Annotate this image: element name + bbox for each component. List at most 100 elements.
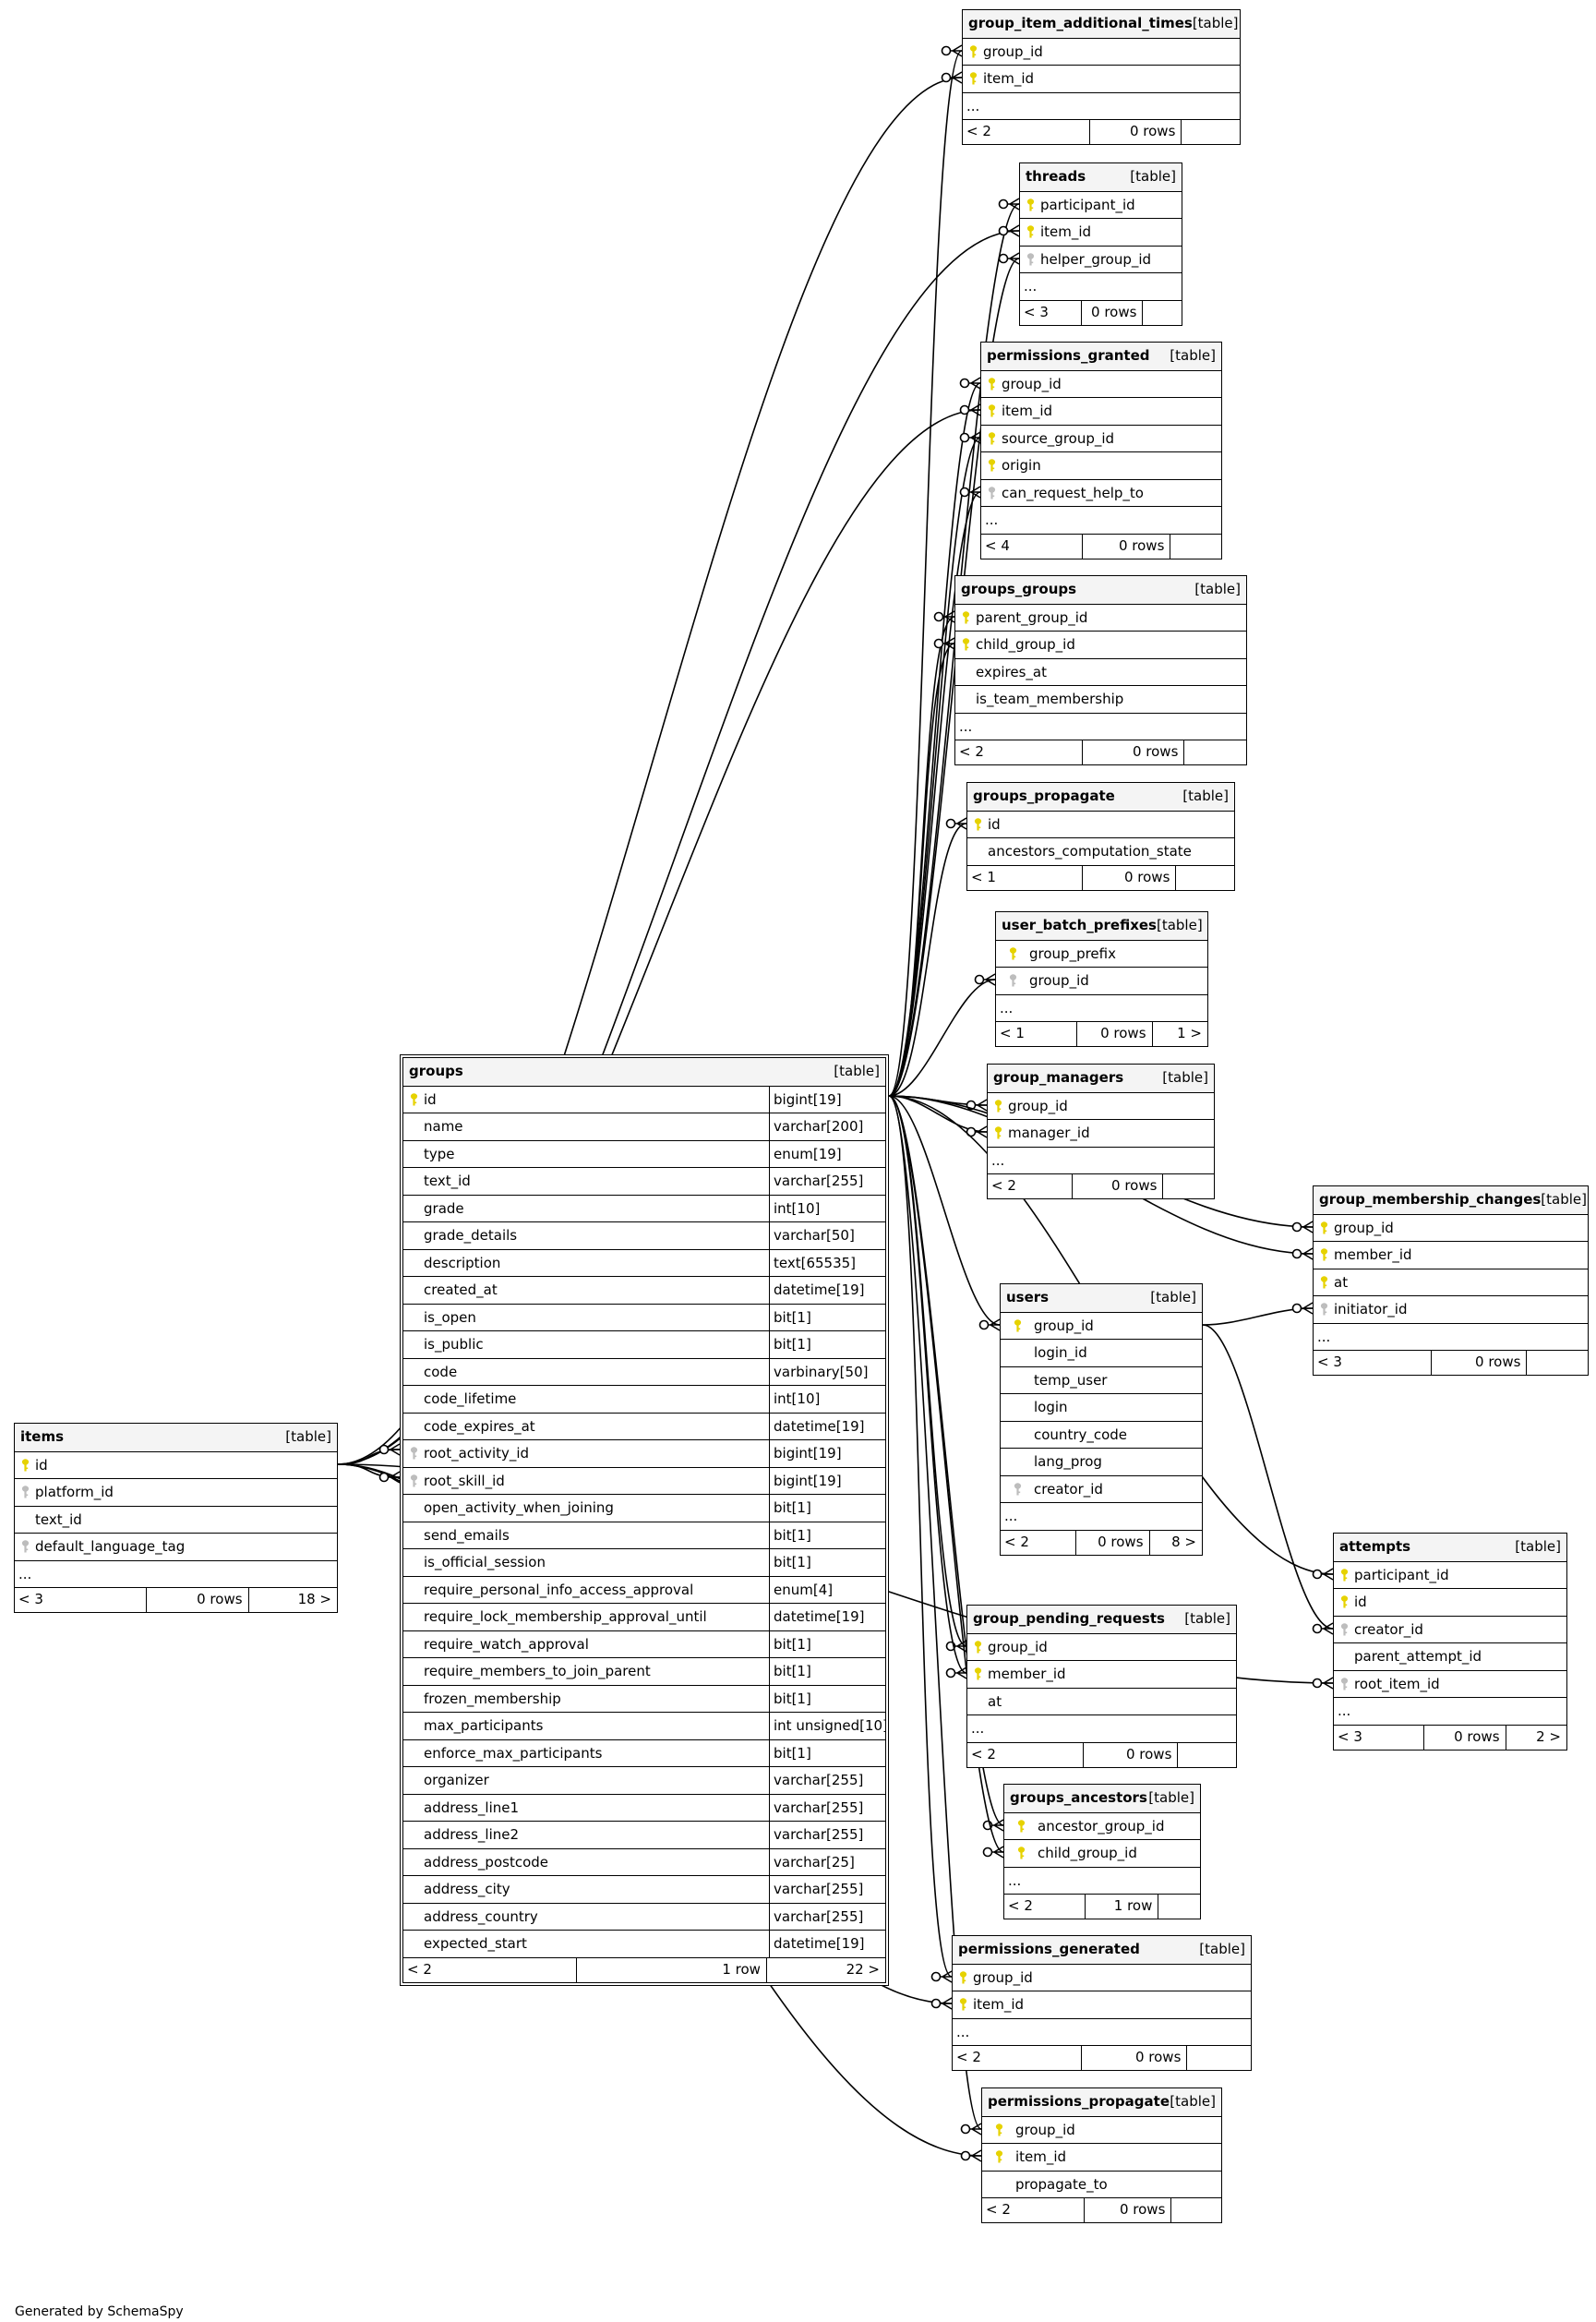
children-count[interactable] bbox=[1170, 534, 1221, 559]
column-row[interactable]: id bbox=[1334, 1588, 1566, 1616]
column-row[interactable]: root_item_id bbox=[1334, 1669, 1566, 1698]
column-row[interactable]: initiator_id bbox=[1314, 1295, 1588, 1323]
column-row[interactable]: text_id bbox=[15, 1505, 337, 1534]
column-row[interactable]: platform_id bbox=[15, 1478, 337, 1506]
column-row[interactable]: manager_id bbox=[988, 1119, 1214, 1147]
column-row[interactable]: group_prefix bbox=[996, 939, 1207, 968]
column-row[interactable]: member_id bbox=[967, 1660, 1236, 1688]
column-row[interactable]: login_id bbox=[1001, 1339, 1202, 1366]
parents-count[interactable]: < 3 bbox=[1024, 303, 1049, 320]
parents-count[interactable]: < 2 bbox=[986, 2201, 1011, 2218]
column-row[interactable]: origin bbox=[981, 451, 1221, 479]
parents-count[interactable]: < 3 bbox=[1317, 1353, 1342, 1370]
column-row[interactable]: item_id bbox=[981, 397, 1221, 425]
column-row[interactable]: at bbox=[1314, 1268, 1588, 1296]
column-row[interactable]: country_code bbox=[1001, 1420, 1202, 1449]
column-row[interactable]: item_id bbox=[963, 65, 1240, 92]
children-count[interactable]: 2 > bbox=[1505, 1725, 1566, 1750]
children-count[interactable] bbox=[1158, 1895, 1200, 1919]
column-row[interactable]: item_id bbox=[953, 1991, 1251, 2018]
parents-count[interactable]: < 2 bbox=[959, 743, 984, 760]
children-count[interactable] bbox=[1175, 865, 1234, 890]
column-row[interactable]: item_id bbox=[982, 2143, 1221, 2171]
children-count[interactable] bbox=[1183, 740, 1246, 764]
children-count[interactable]: 22 > bbox=[765, 1957, 885, 1982]
parents-count[interactable]: < 2 bbox=[991, 1177, 1016, 1194]
column-row[interactable]: login bbox=[1001, 1393, 1202, 1421]
parents-count[interactable]: < 2 bbox=[956, 2049, 981, 2065]
table-groups-ancestors[interactable]: groups_ancestors[table]ancestor_group_id… bbox=[1003, 1784, 1201, 1919]
column-row[interactable]: parent_group_id bbox=[955, 603, 1246, 632]
table-group-item-additional-times[interactable]: group_item_additional_times[table]group_… bbox=[962, 9, 1241, 145]
column-row[interactable]: at bbox=[967, 1687, 1236, 1715]
column-row[interactable]: group_id bbox=[963, 37, 1240, 66]
parents-count[interactable]: < 1 bbox=[971, 868, 996, 885]
column-row[interactable]: group_id bbox=[967, 1632, 1236, 1661]
children-count[interactable] bbox=[1526, 1351, 1588, 1375]
column-row[interactable]: member_id bbox=[1314, 1241, 1588, 1269]
children-count[interactable] bbox=[1142, 300, 1182, 325]
parents-count[interactable]: < 2 bbox=[1004, 1533, 1029, 1550]
column-row[interactable]: item_id bbox=[1020, 218, 1182, 246]
children-count[interactable] bbox=[1170, 2198, 1221, 2222]
parents-count[interactable]: < 3 bbox=[1338, 1727, 1362, 1745]
column-row[interactable]: id bbox=[15, 1450, 337, 1479]
column-row[interactable]: ancestor_group_id bbox=[1004, 1811, 1200, 1840]
column-row[interactable]: participant_id bbox=[1334, 1560, 1566, 1589]
column-row[interactable]: group_id bbox=[953, 1963, 1251, 1991]
column-row[interactable]: can_request_help_to bbox=[981, 478, 1221, 507]
column-row[interactable]: group_id bbox=[981, 369, 1221, 398]
parents-count[interactable]: < 2 bbox=[407, 1960, 432, 1978]
parents-count[interactable]: < 3 bbox=[18, 1591, 43, 1607]
parents-count[interactable]: < 1 bbox=[1000, 1025, 1025, 1041]
column-row[interactable]: helper_group_id bbox=[1020, 245, 1182, 273]
column-row[interactable]: default_language_tag bbox=[15, 1533, 337, 1560]
parents-count[interactable]: < 2 bbox=[966, 123, 991, 139]
column-row[interactable]: child_group_id bbox=[1004, 1839, 1200, 1867]
children-count[interactable] bbox=[1177, 1742, 1236, 1767]
column-row[interactable]: group_id bbox=[996, 967, 1207, 994]
column-row[interactable]: participant_id bbox=[1020, 190, 1182, 219]
column-row[interactable]: group_id bbox=[988, 1091, 1214, 1120]
column-row[interactable]: child_group_id bbox=[955, 631, 1246, 658]
children-count[interactable] bbox=[1162, 1174, 1214, 1198]
column-row[interactable]: source_group_id bbox=[981, 424, 1221, 452]
column-row[interactable]: group_id bbox=[982, 2115, 1221, 2144]
column-row[interactable]: creator_id bbox=[1334, 1615, 1566, 1643]
